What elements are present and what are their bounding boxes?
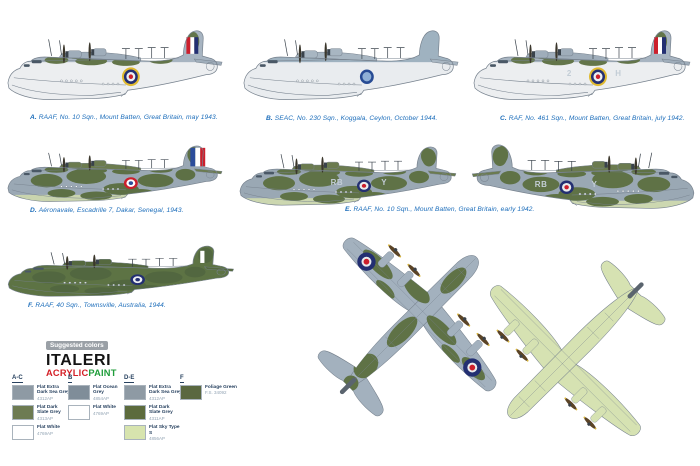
caption-b-text: SEAC, No. 230 Sqn., Koggala, Ceylon, Oct… <box>274 115 438 122</box>
brand-paint: PAINT <box>88 368 117 379</box>
column-header: B <box>68 375 73 383</box>
profile-b <box>238 6 466 110</box>
paint-code: 4312AP <box>149 395 166 401</box>
paint-swatch <box>12 425 34 441</box>
caption-a: A.RAAF, No. 10 Sqn., Mount Batten, Great… <box>30 114 218 121</box>
paint-name: Flat White <box>37 425 60 431</box>
caption-e: E.RAAF, No. 10 Sqn., Mount Batten, Great… <box>345 206 534 213</box>
column-header: F <box>180 375 184 383</box>
paint-code: 4312AP <box>37 395 54 401</box>
caption-a-text: RAAF, No. 10 Sqn., Mount Batten, Great B… <box>38 114 218 121</box>
code-letter-right-e2: Y <box>591 179 598 189</box>
paint-name: Flat Sky Type S <box>149 425 180 436</box>
caption-f-letter: F. <box>28 302 34 309</box>
caption-d-letter: D. <box>30 207 37 214</box>
profile-e-port-side: RB Y <box>464 122 700 218</box>
brand-block: Suggested colors ITALERI ACRYLICPAINT <box>46 334 117 379</box>
sunderland-side-view-a <box>2 6 230 110</box>
paint-swatch <box>12 404 34 420</box>
paint-swatch <box>12 384 34 400</box>
caption-e-letter: E. <box>345 206 352 213</box>
paint-name: Foliage Green <box>205 384 237 390</box>
caption-f: F.RAAF, 40 Sqn., Townsville, Australia, … <box>28 302 166 309</box>
code-letter-right-e: Y <box>381 177 388 187</box>
profile-a <box>2 6 230 110</box>
suggested-colors-badge: Suggested colors <box>46 341 108 350</box>
sunderland-side-view-f <box>2 228 242 304</box>
caption-b-letter: B. <box>266 115 273 122</box>
column-header: D-E <box>124 375 135 383</box>
paint-code: 4856AP <box>149 436 166 442</box>
paint-name: Flat Dark Slate Grey <box>37 404 61 416</box>
code-letters-left-e: RB <box>330 177 344 187</box>
paint-code: 4313AP <box>37 415 54 421</box>
paint-code: 4769AP <box>93 410 110 416</box>
caption-c-letter: C. <box>500 115 507 122</box>
brand-acrylic: ACRYLIC <box>46 368 89 379</box>
caption-b: B.SEAC, No. 230 Sqn., Koggala, Ceylon, O… <box>266 115 437 122</box>
caption-a-letter: A. <box>30 114 37 121</box>
paint-code: F.S. 34092 <box>205 390 227 396</box>
paint-swatch <box>124 404 146 420</box>
paint-swatch <box>68 384 90 400</box>
profile-e: RB Y <box>234 126 464 214</box>
profile-d <box>2 126 230 210</box>
sunderland-side-view-c <box>468 6 698 110</box>
code-letters-left-e2: RB <box>534 179 548 189</box>
column-header: A-C <box>12 375 23 383</box>
paint-swatch <box>180 384 202 400</box>
code-letter-right-c: H <box>615 69 622 79</box>
paint-swatch <box>124 384 146 400</box>
paint-code: 4311AP <box>149 415 165 421</box>
paint-code: 4854AP <box>93 395 110 401</box>
paint-name: Flat Extra Dark Sea Grey <box>37 384 70 395</box>
paint-swatch <box>124 425 146 441</box>
paint-name: Flat Ocean Grey <box>93 384 118 395</box>
caption-c-text: RAF, No. 461 Sqn., Mount Batten, Great B… <box>508 115 685 122</box>
caption-d-text: Aéronavale, Escadrille 7, Dakar, Senegal… <box>38 207 184 214</box>
paint-name: Flat Extra Dark Sea Grey <box>149 384 182 395</box>
paint-name: Flat Dark Slate Grey <box>149 404 173 416</box>
sunderland-side-view-b <box>238 6 466 110</box>
paint-name: Flat White <box>93 404 116 410</box>
paint-swatch <box>68 404 90 420</box>
profile-f <box>2 228 242 304</box>
code-letter-left-c: 2 <box>566 69 572 79</box>
sunderland-side-view-d <box>2 126 230 210</box>
brand-paint-line: ACRYLICPAINT <box>46 369 117 378</box>
caption-f-text: RAAF, 40 Sqn., Townsville, Australia, 19… <box>35 302 166 309</box>
paint-code: 4769AP <box>37 431 54 437</box>
plan-view-under-surfaces <box>478 208 700 463</box>
caption-d: D.Aéronavale, Escadrille 7, Dakar, Seneg… <box>30 207 184 214</box>
caption-e-text: RAAF, No. 10 Sqn., Mount Batten, Great B… <box>353 206 535 213</box>
brand-logo-italeri: ITALERI <box>46 352 112 369</box>
caption-c: C.RAF, No. 461 Sqn., Mount Batten, Great… <box>500 115 685 122</box>
profile-c: 2 H <box>468 6 698 110</box>
